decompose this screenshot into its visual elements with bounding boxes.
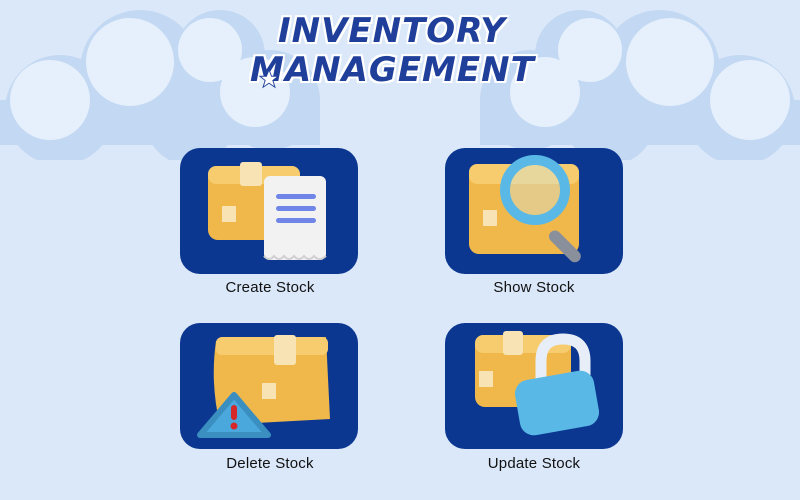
page-title: INVENTORY MANAGEMENT bbox=[250, 12, 560, 90]
show-stock-label[interactable]: Show Stock bbox=[493, 279, 575, 296]
cloud-decoration-left bbox=[0, 10, 320, 160]
cloud-decoration-right bbox=[480, 10, 800, 160]
star-icon bbox=[258, 68, 280, 89]
delete-stock-label[interactable]: Delete Stock bbox=[226, 455, 314, 472]
damaged-box-warning-icon bbox=[197, 335, 330, 438]
show-stock-button[interactable] bbox=[445, 148, 623, 274]
update-stock-button[interactable] bbox=[445, 323, 623, 449]
create-stock-label[interactable]: Create Stock bbox=[225, 279, 315, 296]
title-line-1: INVENTORY bbox=[278, 11, 506, 51]
box-with-receipt-icon bbox=[208, 162, 327, 260]
delete-stock-button[interactable] bbox=[180, 323, 358, 449]
box-with-magnifier-icon bbox=[469, 155, 581, 263]
create-stock-button[interactable] bbox=[180, 148, 358, 274]
title-line-2: MANAGEMENT bbox=[250, 50, 535, 90]
box-with-padlock-icon bbox=[475, 331, 600, 436]
update-stock-label[interactable]: Update Stock bbox=[487, 455, 581, 472]
